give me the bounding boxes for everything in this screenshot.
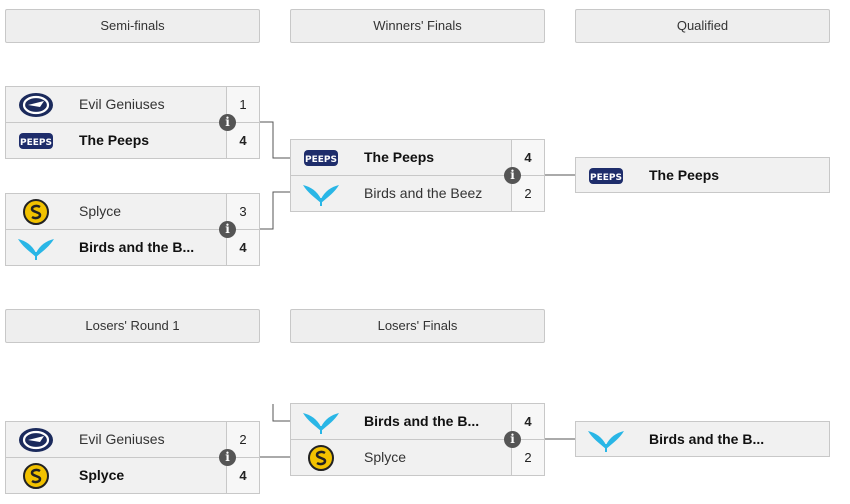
match-info-icon[interactable]: i [504, 431, 521, 448]
header-losers-round-1: Losers' Round 1 [5, 309, 260, 343]
birds-logo-icon [586, 426, 626, 454]
team-name: Birds and the Beez [364, 185, 483, 201]
team-score: 1 [226, 87, 259, 122]
team-name: Birds and the B... [364, 413, 480, 429]
team-name: Birds and the B... [79, 239, 195, 255]
the-peeps-logo-icon: PEEPS [301, 144, 341, 172]
splyce-logo-icon [301, 444, 341, 472]
header-semifinals: Semi-finals [5, 9, 260, 43]
team-name: Evil Geniuses [79, 96, 165, 112]
team-slot[interactable]: Splyce 4 [5, 457, 260, 494]
qualified-team-upper[interactable]: PEEPS The Peeps [575, 157, 830, 193]
team-slot[interactable]: PEEPS The Peeps 4 [5, 122, 260, 159]
team-name: Splyce [79, 203, 122, 219]
team-name: Splyce [79, 467, 125, 483]
header-winners-finals: Winners' Finals [290, 9, 545, 43]
team-slot[interactable]: Birds and the B... 4 [5, 229, 260, 266]
team-name: The Peeps [79, 132, 150, 148]
match-info-icon[interactable]: i [219, 114, 236, 131]
team-slot[interactable]: Evil Geniuses 1 [5, 86, 260, 123]
header-losers-finals: Losers' Finals [290, 309, 545, 343]
splyce-logo-icon [16, 462, 56, 490]
match-info-icon[interactable]: i [504, 167, 521, 184]
team-name: Splyce [364, 449, 407, 465]
match-winners-final[interactable]: PEEPS The Peeps 4 Birds and the Beez 2 [290, 139, 545, 213]
team-name: The Peeps [649, 167, 720, 183]
peeps-logo-text: PEEPS [20, 138, 52, 148]
match-losers-final[interactable]: Birds and the B... 4 Splyce 2 [290, 403, 545, 477]
team-slot[interactable]: Evil Geniuses 2 [5, 421, 260, 458]
team-name: Evil Geniuses [79, 431, 165, 447]
peeps-logo-text: PEEPS [305, 155, 337, 165]
match-losers-round-1[interactable]: Evil Geniuses 2 Splyce 4 [5, 421, 260, 495]
team-name: The Peeps [364, 149, 435, 165]
team-slot[interactable]: Splyce 2 [290, 439, 545, 476]
birds-logo-icon [301, 408, 341, 436]
team-slot[interactable]: Birds and the B... 4 [290, 403, 545, 440]
birds-logo-icon [16, 234, 56, 262]
header-qualified: Qualified [575, 9, 830, 43]
the-peeps-logo-icon: PEEPS [586, 162, 626, 190]
the-peeps-logo-icon: PEEPS [16, 127, 56, 155]
team-slot[interactable]: Splyce 3 [5, 193, 260, 230]
team-name: Birds and the B... [649, 431, 765, 447]
team-slot[interactable]: Birds and the Beez 2 [290, 175, 545, 212]
match-info-icon[interactable]: i [219, 449, 236, 466]
splyce-logo-icon [16, 198, 56, 226]
team-score: 3 [226, 194, 259, 229]
evil-geniuses-logo-icon [16, 426, 56, 454]
peeps-logo-text: PEEPS [590, 173, 622, 183]
qualified-team-lower[interactable]: Birds and the B... [575, 421, 830, 457]
match-semifinal-2[interactable]: Splyce 3 Birds and the B... 4 [5, 193, 260, 267]
birds-logo-icon [301, 180, 341, 208]
match-semifinal-1[interactable]: Evil Geniuses 1 PEEPS The Peeps 4 [5, 86, 260, 160]
match-info-icon[interactable]: i [219, 221, 236, 238]
evil-geniuses-logo-icon [16, 91, 56, 119]
